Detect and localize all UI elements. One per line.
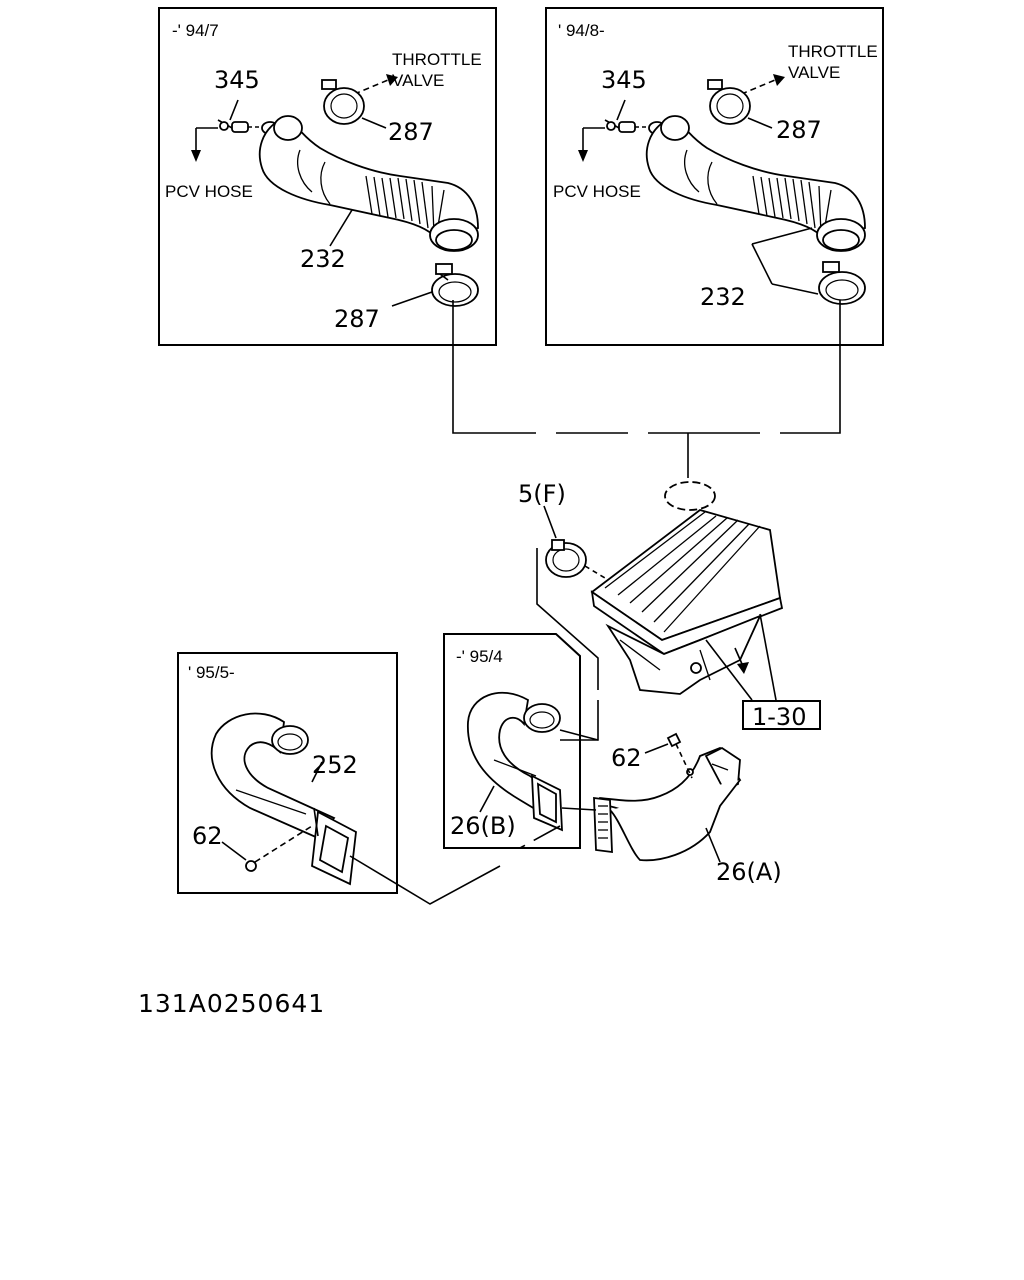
label-pcv-hose: PCV HOSE [165, 182, 253, 201]
clamp-lower [818, 261, 866, 305]
label-valve: VALVE [788, 63, 840, 82]
label-287: 287 [776, 116, 822, 144]
label-345: 345 [601, 66, 647, 94]
label-345: 345 [214, 66, 260, 94]
clamp-287-upper [321, 79, 365, 125]
intake-hose-232 [258, 115, 479, 252]
clamp-287-lower [431, 263, 479, 307]
label-5f: 5(F) [518, 480, 566, 508]
panel-date: -' 94/7 [172, 21, 219, 40]
label-26b: 26(B) [450, 812, 516, 840]
clamp-287 [707, 79, 751, 125]
label-throttle: THROTTLE [392, 50, 482, 69]
panel-date: ' 95/5- [188, 663, 235, 682]
ref-box-1-30 [742, 700, 821, 730]
label-valve: VALVE [392, 71, 444, 90]
label-pcv-hose: PCV HOSE [553, 182, 641, 201]
label-1-30: 1-30 [752, 703, 806, 731]
label-26a: 26(A) [716, 858, 782, 886]
panel-frame [545, 7, 884, 346]
clamp-5f [545, 539, 606, 579]
diagram-code: 131A0250641 [138, 989, 325, 1018]
intake-hose-232 [645, 115, 866, 252]
air-duct-26a [593, 746, 742, 862]
bolt-62-left [221, 825, 313, 872]
label-62-left: 62 [192, 822, 223, 850]
air-duct-26b [467, 691, 563, 832]
air-duct-252 [210, 712, 357, 886]
panel-bottom-left: ' 95/5- 252 62 [177, 652, 398, 894]
panel-date: ' 94/8- [558, 21, 605, 40]
label-232: 232 [300, 245, 346, 273]
label-252: 252 [312, 751, 358, 779]
label-62-right: 62 [611, 744, 642, 772]
panel-frame [443, 633, 581, 849]
label-287-upper: 287 [388, 118, 434, 146]
panel-date: -' 95/4 [456, 647, 503, 666]
bolt-62-right [644, 732, 693, 779]
panel-frame [177, 652, 398, 894]
label-287-lower: 287 [334, 305, 380, 333]
label-232: 232 [700, 283, 746, 311]
panel-top-right: ' 94/8- 345 PCV HOSE THROTTLE VALVE 287 [545, 7, 884, 346]
label-throttle: THROTTLE [788, 42, 878, 61]
panel-frame [158, 7, 497, 346]
panel-bottom-mid: -' 95/4 26(B) [443, 633, 599, 849]
panel-top-left: -' 94/7 345 PCV HOSE THROTTLE VALVE 287 [158, 7, 497, 346]
connector-lines [452, 300, 841, 478]
air-cleaner-assembly [590, 481, 784, 701]
